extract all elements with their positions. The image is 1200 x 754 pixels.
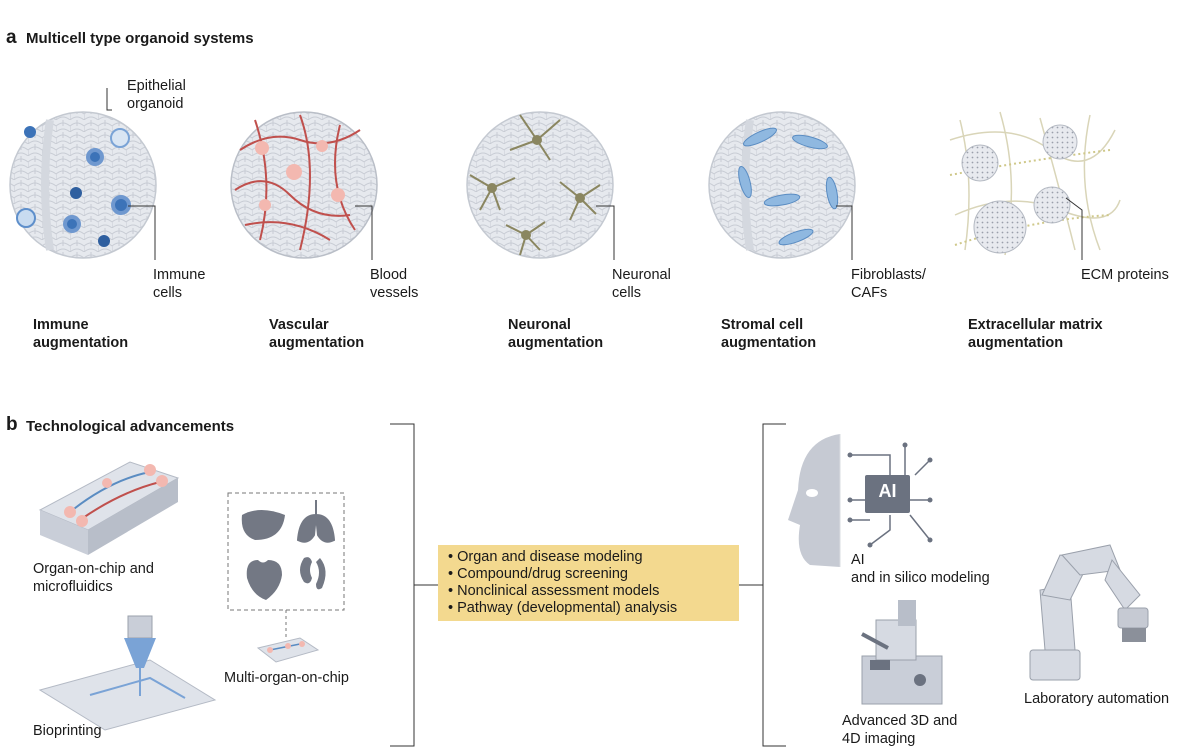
kidney-icon <box>300 557 326 590</box>
heart-icon <box>246 560 282 600</box>
panel-a-title: Multicell type organoid systems <box>26 30 254 47</box>
fibroblasts-callout: Fibroblasts/CAFs <box>851 267 926 301</box>
ecm-organoid-icon <box>949 111 1121 260</box>
fibroblast-icon <box>738 127 839 246</box>
application-item: Pathway (developmental) analysis <box>448 600 729 617</box>
right-bracket <box>739 423 786 747</box>
vascular-organoid-icon <box>230 111 378 260</box>
left-bracket <box>390 423 438 747</box>
ai-chip-text: AI <box>878 481 897 501</box>
neuron-icon <box>469 114 601 256</box>
application-item: Nonclinical assessment models <box>448 583 729 600</box>
immune-organoid-icon <box>9 88 157 260</box>
bioprinting-label: Bioprinting <box>33 723 102 739</box>
stromal-organoid-icon <box>708 111 856 260</box>
bioprinter-icon <box>38 615 217 731</box>
panel-a-letter: a <box>6 27 17 48</box>
neuronal-organoid-icon <box>466 111 615 260</box>
multi-organ-box <box>227 492 345 663</box>
application-item: Organ and disease modeling <box>448 549 729 566</box>
robot-arm-icon <box>1029 544 1149 681</box>
liver-icon <box>241 510 285 540</box>
epithelial-organoid-callout: Epithelial organoid <box>127 78 186 112</box>
blood-vessel-icon <box>234 114 361 251</box>
multi-organ-chip-label: Multi-organ-on-chip <box>224 670 349 686</box>
microchip-icon <box>865 475 910 513</box>
panel-b-title: Technological advancements <box>26 418 235 435</box>
lung-icon <box>296 500 336 543</box>
applications-box: Organ and disease modeling Compound/drug… <box>438 545 739 621</box>
panel-b-letter: b <box>6 414 18 435</box>
lab-automation-label: Laboratory automation <box>1024 691 1170 707</box>
ai-head-icon <box>788 434 933 567</box>
ecm-proteins-callout: ECM proteins <box>1081 267 1169 283</box>
application-item: Compound/drug screening <box>448 566 729 583</box>
microscope-icon <box>861 600 943 705</box>
organ-chip-icon <box>38 461 180 555</box>
immune-cell-icon <box>16 126 131 247</box>
